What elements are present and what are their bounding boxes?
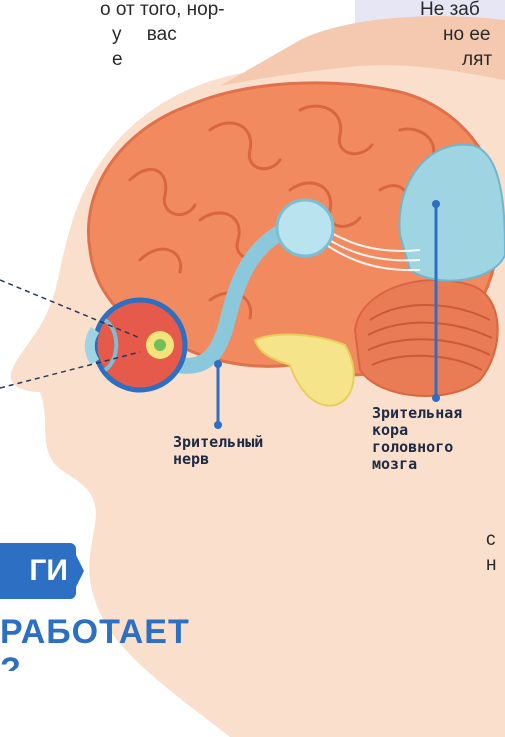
section-banner-tab xyxy=(70,543,84,599)
right-text-line-2: но ее xyxy=(443,22,490,47)
cerebellum xyxy=(355,280,498,396)
right-text-line-3: лят xyxy=(462,47,492,72)
left-text-line-1: о от того, нор- xyxy=(100,0,225,22)
headline-line-1: РАБОТАЕТ xyxy=(0,613,190,651)
visual-cortex-label-line-1: Зрительная xyxy=(372,405,462,422)
right-text-line-1: Не заб xyxy=(420,0,480,22)
visual-cortex-label: Зрительная кора головного мозга xyxy=(372,405,462,473)
optic-nerve-label-line-1: Зрительный xyxy=(173,434,263,451)
left-text-line-2: у вас xyxy=(112,22,177,47)
headline-line-2: ? xyxy=(0,651,22,671)
optic-nerve-label-line-2: нерв xyxy=(173,451,263,468)
section-banner-text: ГИ xyxy=(29,554,68,588)
visual-cortex-label-line-4: мозга xyxy=(372,456,462,473)
optic-nerve-label: Зрительный нерв xyxy=(173,434,263,468)
section-banner: ГИ xyxy=(0,543,76,599)
thalamus xyxy=(277,200,333,256)
visual-cortex-label-line-3: головного xyxy=(372,439,462,456)
side-fragment-line-1: с xyxy=(486,527,496,552)
left-text-line-3: е xyxy=(112,47,123,72)
visual-cortex-label-line-2: кора xyxy=(372,422,462,439)
side-fragment-line-2: н xyxy=(486,552,497,577)
